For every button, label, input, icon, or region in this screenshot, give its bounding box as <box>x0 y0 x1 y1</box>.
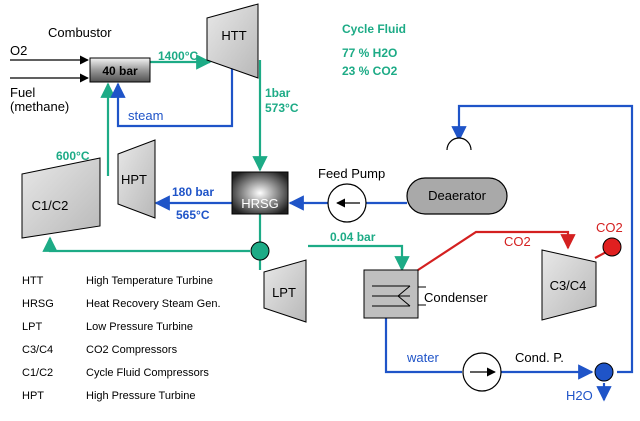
legend-desc: Low Pressure Turbine <box>86 321 193 333</box>
h2o-junction <box>594 362 614 382</box>
condenser <box>363 269 419 319</box>
htt-out-temp: 573°C <box>265 101 299 115</box>
hpt-turbine <box>117 139 156 219</box>
deaerator-label: Deaerator <box>428 188 486 203</box>
htt-out-pressure: 1bar <box>265 86 291 100</box>
combustor <box>89 57 151 83</box>
legend-abbr: HTT <box>22 275 44 287</box>
legend-desc: High Temperature Turbine <box>86 275 213 287</box>
cycle-fluid-co2: 23 % CO2 <box>342 64 398 78</box>
legend-desc: High Pressure Turbine <box>86 390 195 402</box>
deaerator <box>406 177 508 215</box>
steam-line <box>110 58 234 128</box>
hrsg-label: HRSG <box>241 196 279 211</box>
condenser-condp-line <box>384 318 462 374</box>
c1c2-label: C1/C2 <box>32 198 69 213</box>
combustor-title: Combustor <box>48 25 112 40</box>
deaerator-dome <box>446 137 472 151</box>
steam-label: steam <box>128 108 163 123</box>
lpt-label: LPT <box>272 285 296 300</box>
lpt-condenser-line <box>308 244 410 272</box>
legend: HTT High Temperature Turbine HRSG Heat R… <box>22 275 221 402</box>
legend-abbr: C1/C2 <box>22 367 53 379</box>
legend-abbr: C3/C4 <box>22 344 53 356</box>
co2-mid-label: CO2 <box>504 234 531 249</box>
lpt-out-pressure: 0.04 bar <box>330 230 376 244</box>
hrsg <box>231 171 289 215</box>
legend-desc: Heat Recovery Steam Gen. <box>86 298 221 310</box>
hrsg-steam-pressure: 180 bar <box>172 185 214 199</box>
legend-desc: Cycle Fluid Compressors <box>86 367 209 379</box>
split-c1c2-line <box>42 236 250 253</box>
cycle-fluid-h2o: 77 % H2O <box>342 46 397 60</box>
hrsg-steam-temp: 565°C <box>176 208 210 222</box>
htt-turbine <box>206 3 259 79</box>
htt-label: HTT <box>221 28 246 43</box>
condenser-co2-line <box>417 230 576 271</box>
c3c4-label: C3/C4 <box>550 278 587 293</box>
c1c2-compressor <box>21 157 101 239</box>
cycle-fluid-title: Cycle Fluid <box>342 22 406 36</box>
cond-pump-label: Cond. P. <box>515 350 564 365</box>
feed-pump-label: Feed Pump <box>318 166 385 181</box>
co2-out-label: CO2 <box>596 220 623 235</box>
combustor-pressure-label: 40 bar <box>102 64 138 78</box>
legend-desc: CO2 Compressors <box>86 344 178 356</box>
legend-abbr: HRSG <box>22 298 54 310</box>
water-label: water <box>406 350 439 365</box>
h2o-return-line <box>451 104 634 374</box>
hpt-label: HPT <box>121 172 147 187</box>
legend-abbr: HPT <box>22 390 44 402</box>
combustor-out-temp: 1400°C <box>158 49 198 63</box>
split-junction <box>250 241 270 261</box>
c3c4-compressor <box>541 249 597 321</box>
legend-abbr: LPT <box>22 321 42 333</box>
condenser-coil-icon <box>372 285 411 307</box>
condenser-label: Condenser <box>424 290 488 305</box>
o2-label: O2 <box>10 43 27 58</box>
h2o-out-label: H2O <box>566 388 593 403</box>
fuel-label: Fuel <box>10 85 35 100</box>
lpt-turbine <box>263 259 307 323</box>
co2-outlet-ball <box>602 237 622 257</box>
fuel-sub-label: (methane) <box>10 99 69 114</box>
c1c2-out-temp: 600°C <box>56 149 90 163</box>
